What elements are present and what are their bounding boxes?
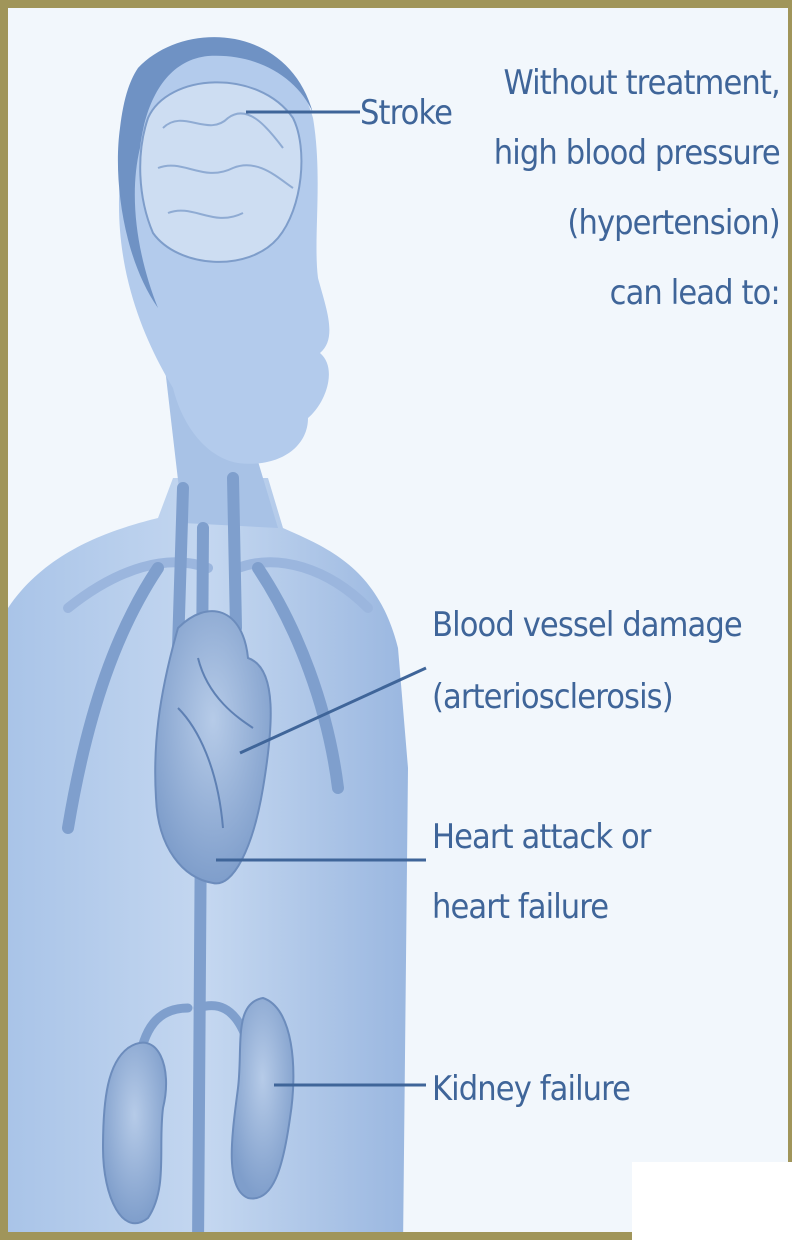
intro-line-3: (hypertension) xyxy=(494,188,780,258)
heart-failure-label: heart failure xyxy=(432,874,608,940)
intro-line-1: Without treatment, xyxy=(494,48,780,118)
kidney-failure-label: Kidney failure xyxy=(432,1056,630,1122)
left-kidney xyxy=(103,1043,166,1224)
arteriosclerosis-label: (arteriosclerosis) xyxy=(432,664,673,730)
intro-line-2: high blood pressure xyxy=(494,118,780,188)
corner-notch xyxy=(632,1162,792,1240)
stroke-label: Stroke xyxy=(360,80,452,146)
vessel-damage-label: Blood vessel damage xyxy=(432,592,742,658)
intro-text: Without treatment, high blood pressure (… xyxy=(494,48,780,328)
heart-attack-label: Heart attack or xyxy=(432,804,650,870)
intro-line-4: can lead to: xyxy=(494,258,780,328)
